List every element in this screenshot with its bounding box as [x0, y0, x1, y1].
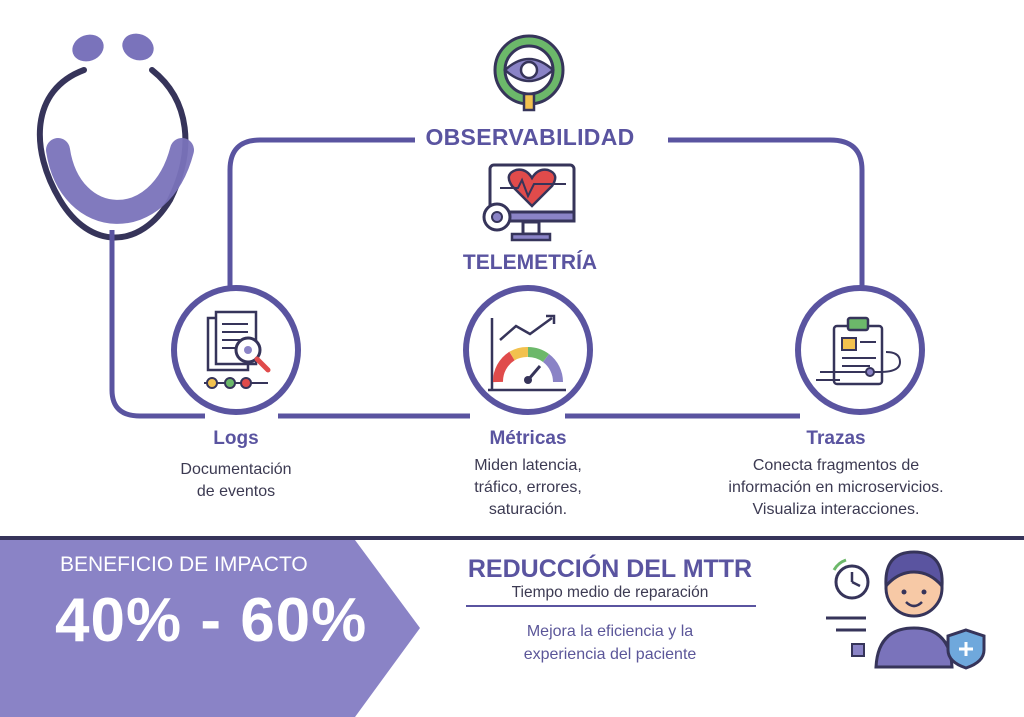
traces-desc-line: Conecta fragmentos de — [752, 457, 920, 474]
impact-title-main: BENEFICIO DE IMPAC — [60, 553, 279, 576]
impact-value: 40% - 60% — [55, 586, 368, 655]
doctor-icon — [826, 550, 986, 670]
mttr-desc-line: experiencia del paciente — [523, 646, 697, 663]
impact-title-tail: TO — [278, 553, 308, 576]
gauge-chart-icon — [488, 314, 566, 392]
mttr-desc-line: Mejora la eficiencia y la — [526, 623, 694, 640]
divider-bar — [0, 536, 1024, 540]
metrics-description: Miden latencia, tráfico, errores, satura… — [428, 455, 628, 521]
mttr-title: REDUCCIÓN DEL MTTR — [467, 555, 753, 583]
traces-title: Trazas — [806, 428, 866, 449]
logs-description: Documentación de eventos — [146, 459, 326, 503]
telemetry-title: TELEMETRÍA — [462, 251, 598, 274]
metrics-desc-line: tráfico, errores, — [474, 479, 582, 496]
mttr-divider — [466, 605, 756, 607]
impact-banner — [0, 540, 420, 717]
document-magnifier-icon — [204, 310, 271, 389]
observability-title: OBSERVABILIDAD — [425, 124, 635, 150]
mttr-subtitle: Tiempo medio de reparación — [511, 584, 709, 601]
clipboard-trace-icon — [816, 316, 902, 386]
logs-desc-line: de eventos — [196, 483, 276, 500]
logs-title: Logs — [213, 428, 259, 449]
metrics-title: Métricas — [489, 428, 567, 449]
monitor-heart-icon — [482, 163, 576, 242]
impact-title: BENEFICIO DE IMPACTO — [60, 553, 380, 577]
traces-desc-line: Visualiza interacciones. — [752, 501, 920, 518]
mttr-description: Mejora la eficiencia y la experiencia de… — [460, 620, 760, 666]
metrics-desc-line: Miden latencia, — [474, 457, 582, 474]
traces-desc-line: información en microservicios. — [728, 479, 944, 496]
logs-desc-line: Documentación — [180, 461, 292, 478]
traces-description: Conecta fragmentos de información en mic… — [696, 455, 976, 521]
eye-gear-icon — [493, 34, 565, 112]
metrics-desc-line: saturación. — [488, 501, 568, 518]
